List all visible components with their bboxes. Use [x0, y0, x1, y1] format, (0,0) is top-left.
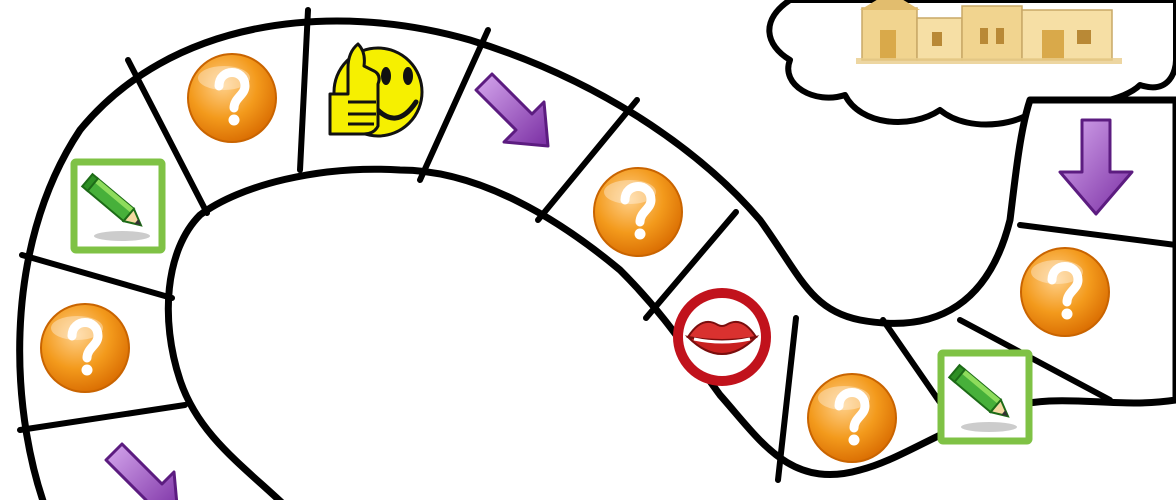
square-question-1 [188, 54, 276, 142]
square-question-3 [808, 374, 896, 462]
square-pencil-1 [941, 353, 1029, 441]
pencil-icon [74, 162, 162, 250]
house-in-cloud-icon [856, 0, 1122, 64]
square-question-5 [41, 304, 129, 392]
question-mark-icon [41, 304, 129, 392]
question-mark-icon [808, 374, 896, 462]
question-mark-icon [594, 168, 682, 256]
lips-icon [678, 293, 766, 381]
question-mark-icon [1021, 248, 1109, 336]
pencil-icon [941, 353, 1029, 441]
question-mark-icon [188, 54, 276, 142]
square-pencil-2 [74, 162, 162, 250]
square-question-2 [594, 168, 682, 256]
square-question-4 [1021, 248, 1109, 336]
